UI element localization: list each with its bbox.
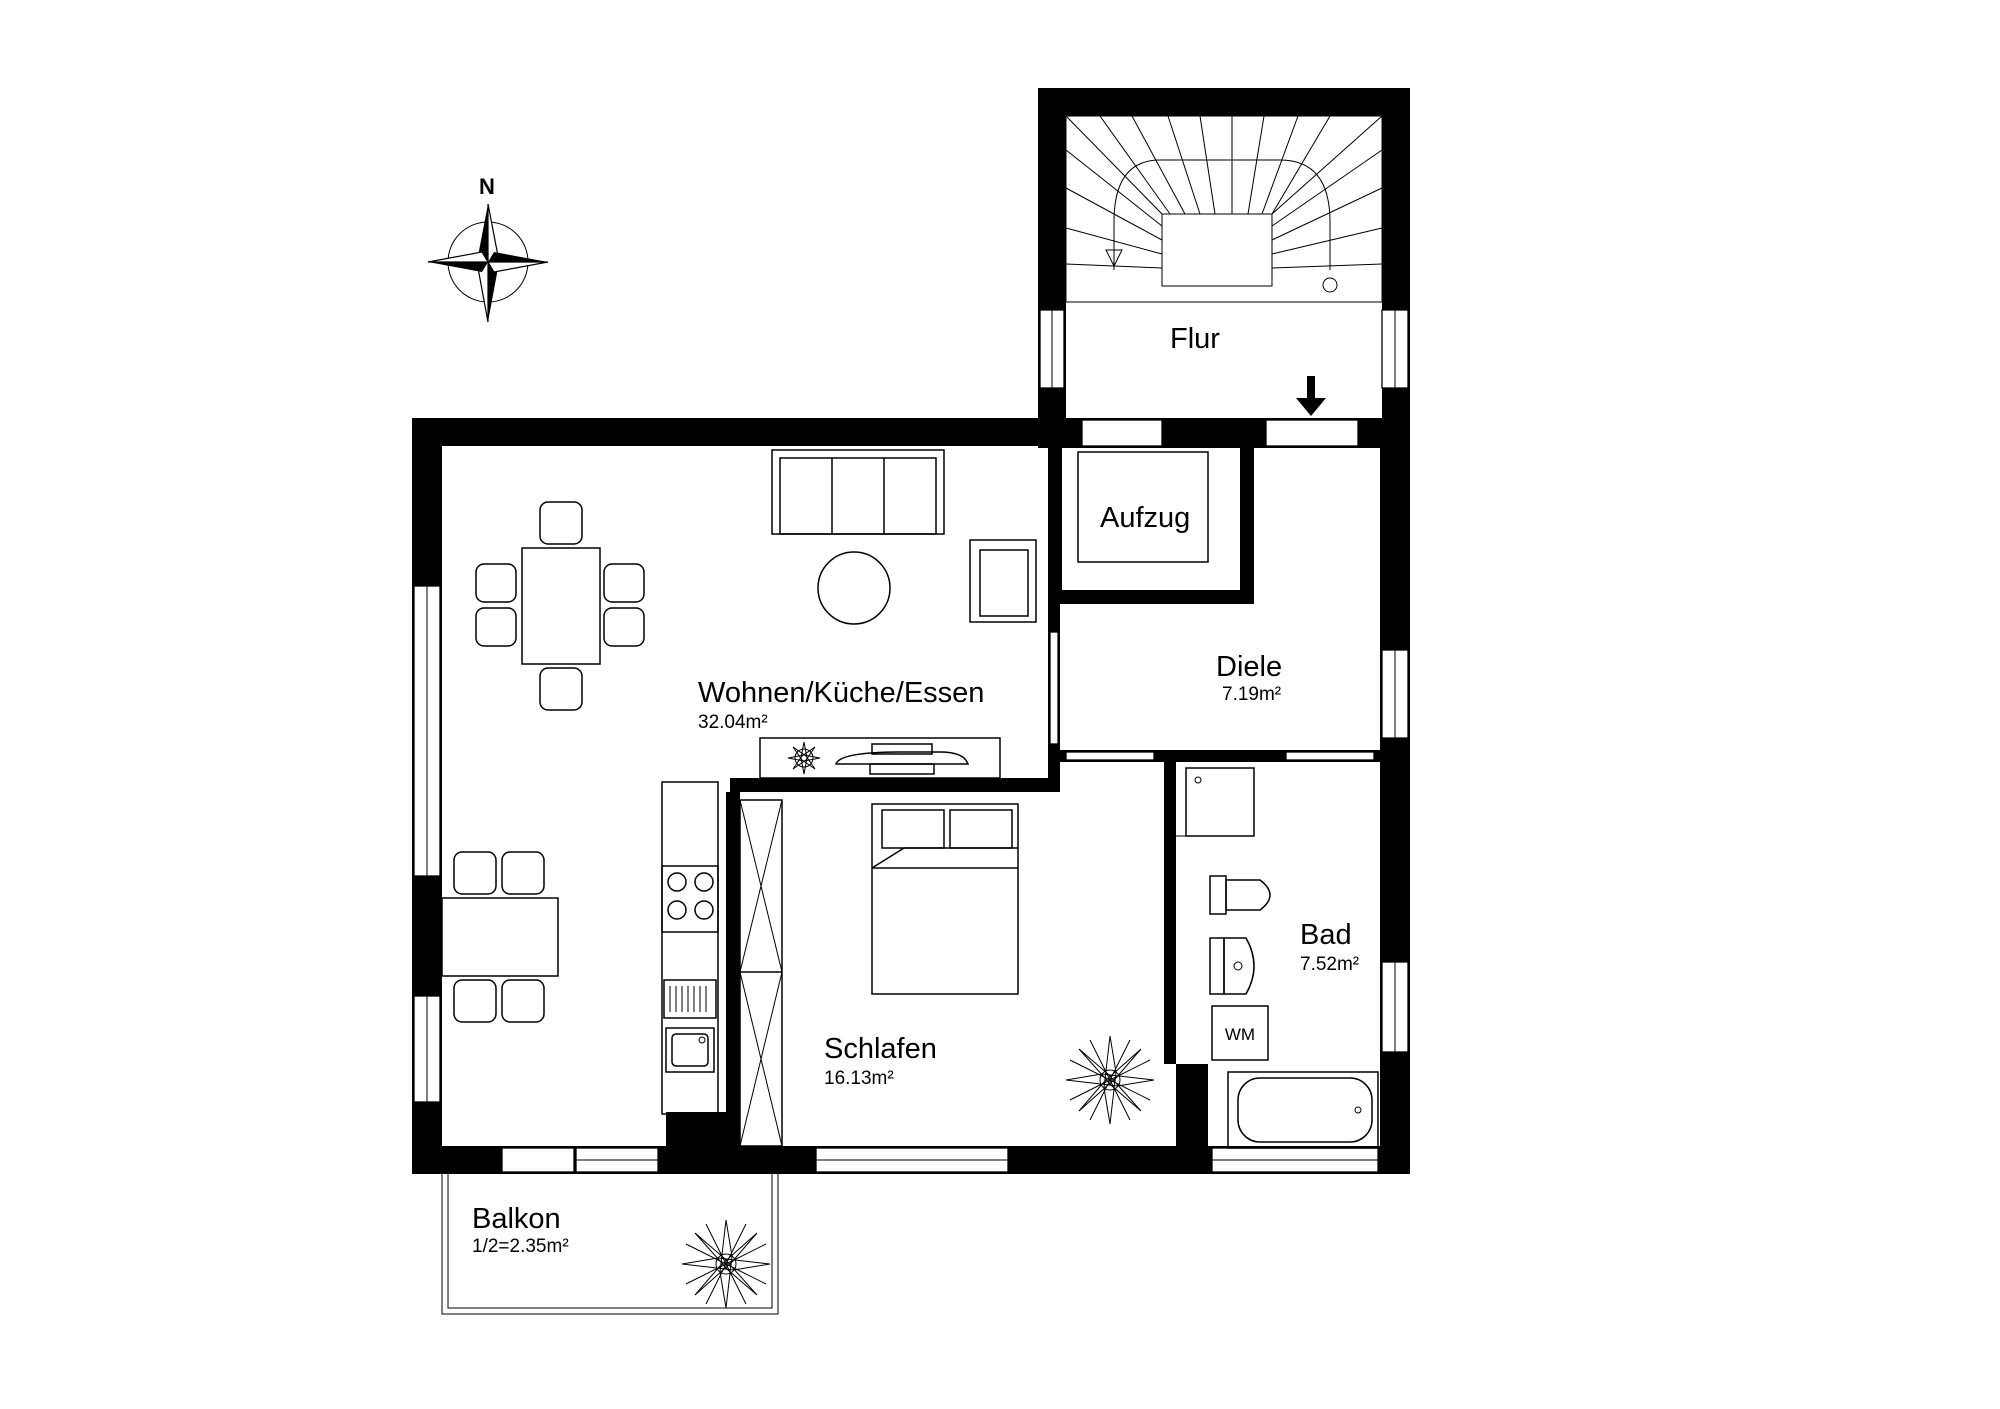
bathtub <box>1227 1071 1379 1149</box>
walls <box>412 88 1410 1174</box>
room-area-diele: 7.19m² <box>1222 684 1281 705</box>
elevator-cabin <box>1077 451 1209 563</box>
dining-table-top <box>475 501 645 711</box>
sofa <box>771 449 945 535</box>
room-name-flur: Flur <box>1170 323 1220 355</box>
compass-north-label: N <box>479 174 495 199</box>
wardrobe <box>739 799 783 1147</box>
room-area-balkon: 1/2=2.35m² <box>472 1236 569 1257</box>
coffee-table <box>817 551 891 625</box>
washing-machine: WM <box>1211 1005 1269 1061</box>
room-area-schlafen: 16.13m² <box>824 1068 894 1089</box>
kitchen-counter <box>661 781 719 1147</box>
dining-table-bottom <box>441 851 559 1023</box>
shower-tray <box>1185 767 1255 837</box>
double-bed <box>871 803 1019 995</box>
toilet-icon <box>1209 875 1271 915</box>
compass-icon: N <box>427 174 549 323</box>
windows <box>413 309 1409 1173</box>
staircase <box>1065 115 1383 303</box>
room-name-aufzug: Aufzug <box>1100 502 1190 534</box>
room-area-wohnen: 32.04m² <box>698 712 768 733</box>
entrance-arrow-icon <box>1296 376 1326 416</box>
room-name-diele: Diele <box>1216 651 1282 683</box>
balcony <box>441 1174 779 1315</box>
plant-icon <box>1065 1035 1155 1125</box>
room-name-bad: Bad <box>1300 919 1352 951</box>
washbasin-icon <box>1209 937 1255 995</box>
sideboard <box>759 737 1001 779</box>
room-area-bad: 7.52m² <box>1300 954 1359 975</box>
room-name-balkon: Balkon <box>472 1203 561 1235</box>
plant-icon <box>681 1219 771 1309</box>
armchair <box>969 539 1037 623</box>
plant-icon <box>787 741 821 775</box>
room-name-wohnen: Wohnen/Küche/Essen <box>698 677 984 709</box>
washing-machine-label: WM <box>1225 1025 1255 1044</box>
room-name-schlafen: Schlafen <box>824 1033 937 1065</box>
